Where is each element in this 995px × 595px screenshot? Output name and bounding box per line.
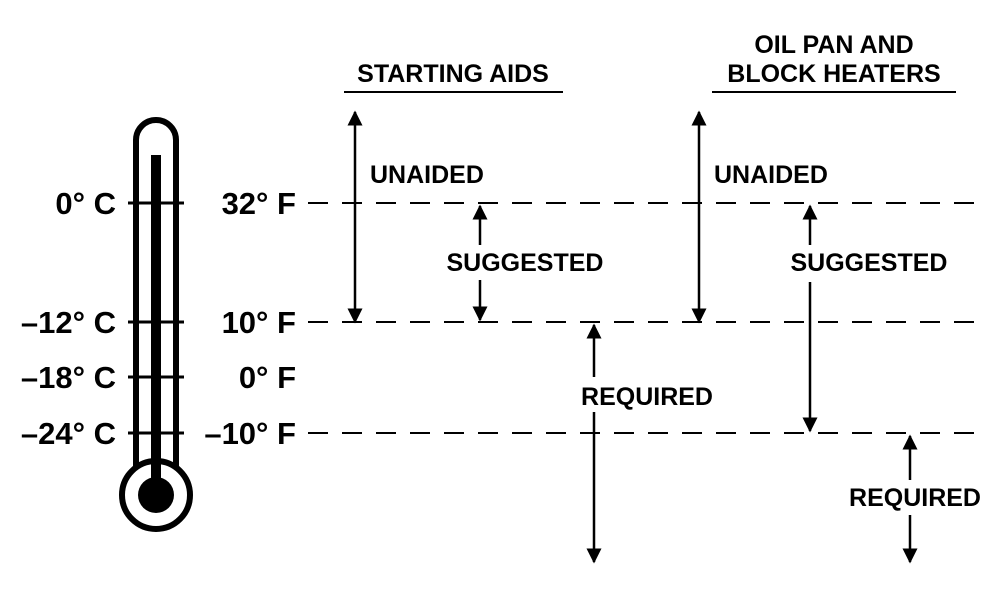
heaters-required-label: REQUIRED: [849, 484, 981, 512]
header-oil-pan-line2: BLOCK HEATERS: [727, 60, 940, 88]
starting-aids-required-label: REQUIRED: [581, 383, 713, 411]
label-0c: 0° C: [55, 186, 116, 221]
label-minus24c: –24° C: [21, 416, 116, 451]
label-minus10f: –10° F: [204, 416, 296, 451]
label-10f: 10° F: [222, 305, 296, 340]
header-oil-pan-line1: OIL PAN AND: [754, 31, 913, 59]
label-32f: 32° F: [222, 186, 296, 221]
starting-aids-unaided-label: UNAIDED: [370, 161, 484, 189]
header-starting-aids: STARTING AIDS: [357, 60, 549, 88]
thermometer-icon: [119, 117, 193, 532]
label-minus12c: –12° C: [21, 305, 116, 340]
heaters-suggested-label: SUGGESTED: [791, 249, 948, 277]
heaters-unaided-label: UNAIDED: [714, 161, 828, 189]
label-0f: 0° F: [239, 360, 296, 395]
label-minus18c: –18° C: [21, 360, 116, 395]
starting-aids-suggested-label: SUGGESTED: [447, 249, 604, 277]
